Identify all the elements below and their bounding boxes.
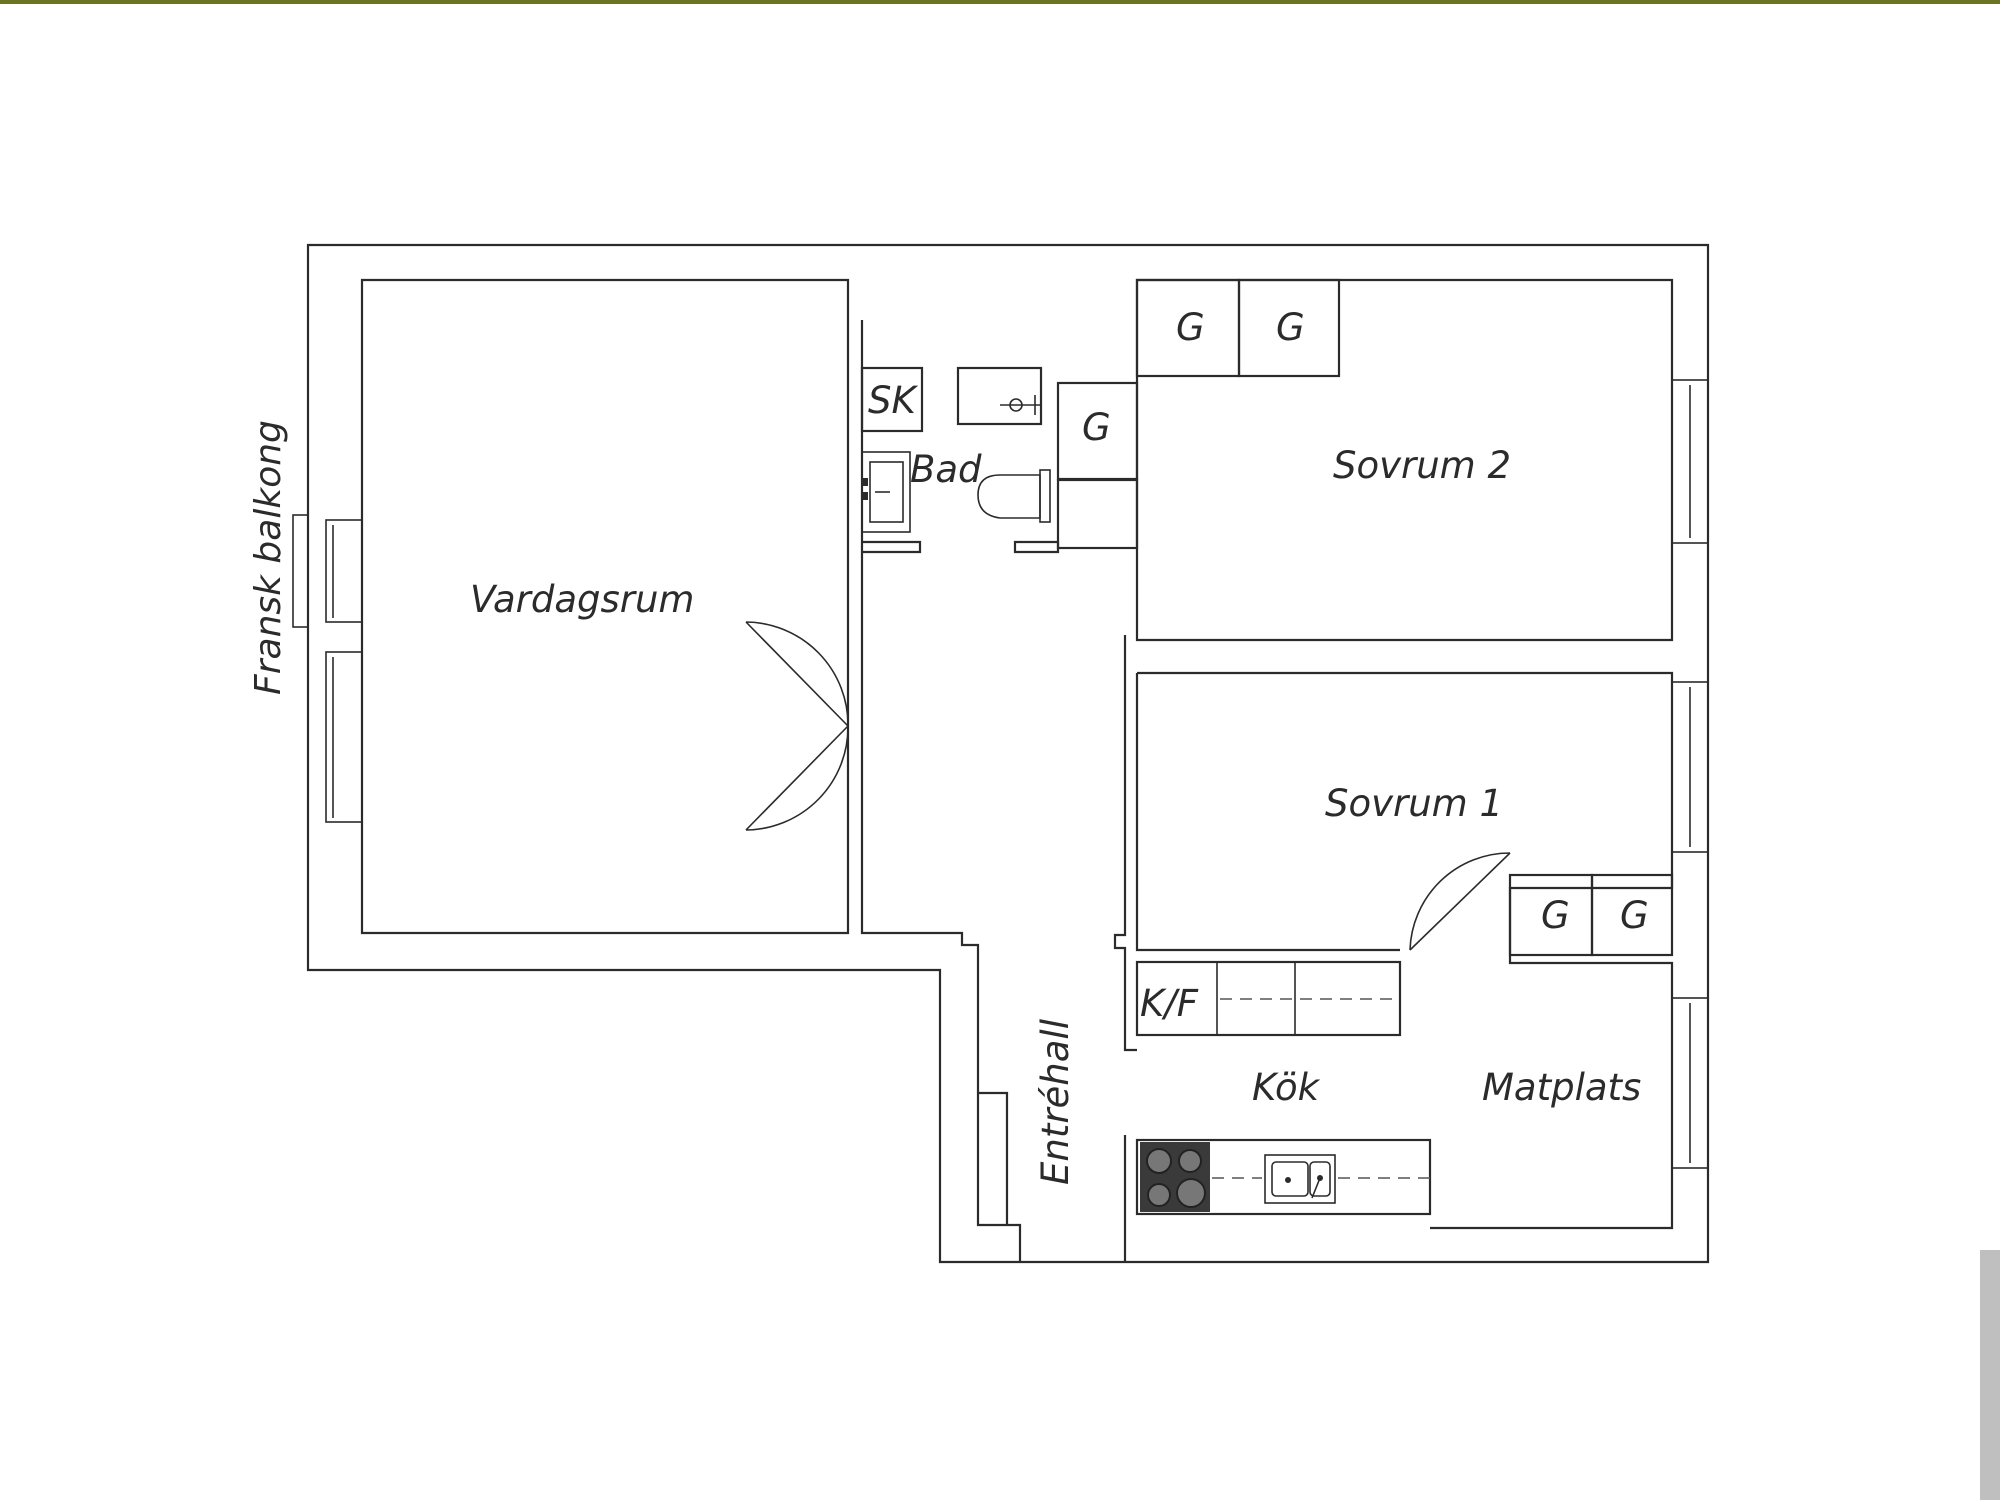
living-room-door-bottom: [745, 725, 849, 831]
sk-cabinet: [860, 366, 924, 433]
window-bedroom-2: [1671, 379, 1709, 544]
label-sovrum-2: Sovrum 2: [1333, 444, 1511, 487]
label-g-5: G: [1620, 894, 1649, 937]
window-bedroom-1: [1671, 681, 1709, 853]
label-matplats: Matplats: [1482, 1066, 1641, 1109]
windows: [292, 379, 1709, 1169]
label-kf: K/F: [1140, 982, 1199, 1025]
label-bad: Bad: [910, 448, 982, 491]
window-living-1: [325, 519, 363, 623]
labels: Vardagsrum Bad Sovrum 2 Sovrum 1 Kök Mat…: [248, 306, 1649, 1185]
label-fransk-balkong: Fransk balkong: [248, 420, 289, 695]
kitchen: [1135, 960, 1432, 1216]
label-g-4: G: [1541, 894, 1570, 937]
label-g-2: G: [1276, 306, 1305, 349]
right-edge-tab: [1980, 1250, 2000, 1500]
balcony-door-window: [292, 514, 309, 628]
window-matplats: [1671, 997, 1709, 1169]
living-room-door-top: [745, 621, 849, 727]
outer-walls: [306, 243, 1710, 1264]
bedroom-1-door: [1409, 852, 1511, 951]
label-vardagsrum: Vardagsrum: [470, 578, 694, 621]
label-sk: SK: [868, 379, 918, 422]
doors: [745, 621, 1511, 951]
top-color-strip: [0, 0, 2000, 4]
wardrobes: [1056, 278, 1674, 957]
shower: [956, 366, 1043, 426]
label-sovrum-1: Sovrum 1: [1325, 782, 1503, 825]
label-g-3: G: [1082, 406, 1111, 449]
kitchen-upper-counter: [1135, 960, 1402, 1037]
label-kok: Kök: [1252, 1066, 1321, 1109]
toilet-icon: [977, 474, 1041, 519]
wardrobe-2: [1237, 278, 1341, 378]
bathroom: [860, 366, 1060, 554]
label-g-1: G: [1176, 306, 1205, 349]
label-entrehall: Entréhall: [1034, 1018, 1077, 1185]
wardrobe-5: [1590, 873, 1674, 957]
window-living-2: [325, 651, 363, 823]
kitchen-sink-icon: [1264, 1154, 1336, 1204]
bathroom-cabinet: [1056, 478, 1139, 550]
kitchen-lower-counter: [1135, 1138, 1432, 1216]
